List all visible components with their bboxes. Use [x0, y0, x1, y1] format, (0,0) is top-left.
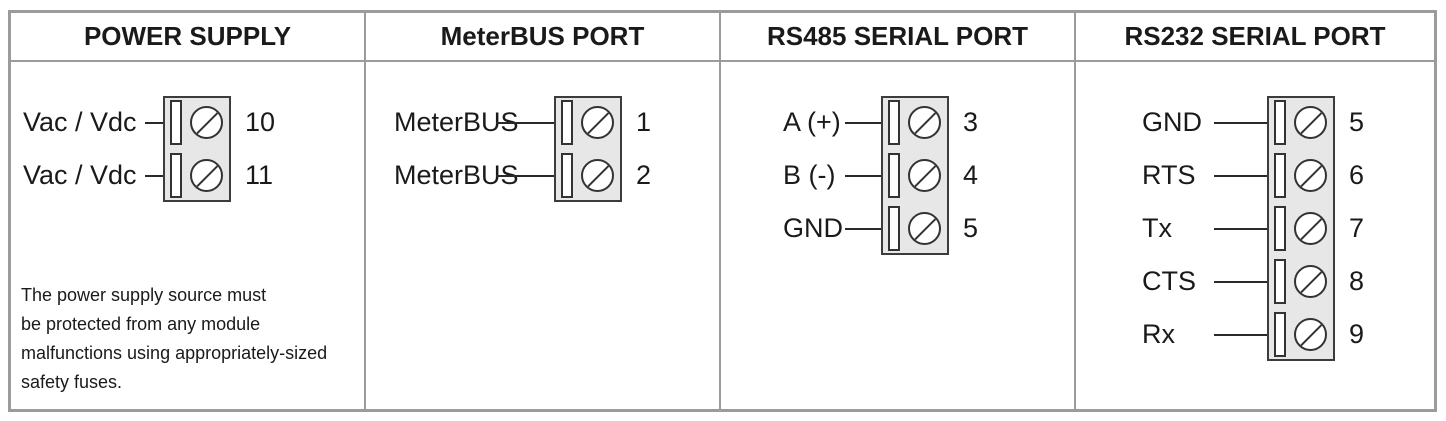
terminal-label: Tx: [1142, 213, 1172, 243]
wire-line: [1214, 121, 1267, 124]
section-header-rs485-serial-port: RS485 SERIAL PORT: [721, 13, 1076, 62]
terminal-label: MeterBUS: [394, 107, 519, 137]
pin-number: 9: [1349, 319, 1365, 349]
screw-terminal: [1267, 308, 1335, 361]
wire-line: [845, 121, 881, 124]
wire-line: [496, 121, 554, 124]
terminal-label: B (-): [783, 160, 836, 190]
screw-terminal: [881, 202, 949, 255]
section-header-power-supply: POWER SUPPLY: [11, 13, 366, 62]
terminal-connection-table: POWER SUPPLY MeterBUS PORT RS485 SERIAL …: [8, 10, 1437, 412]
terminal-label: CTS: [1142, 266, 1196, 296]
wire-line: [1214, 174, 1267, 177]
terminal-diagram: GND 5 RTS 6 Tx 7 CTS: [1076, 96, 1434, 361]
wire-line: [845, 227, 881, 230]
wire-line: [145, 174, 163, 177]
wire-slot: [170, 153, 182, 198]
screw-head-icon: [190, 159, 223, 192]
power-supply-safety-note: The power supply source must be protecte…: [21, 285, 328, 392]
terminal-label: GND: [783, 213, 843, 243]
pin-number: 2: [636, 160, 652, 190]
pin-number: 8: [1349, 266, 1365, 296]
screw-terminal: [1267, 255, 1335, 308]
screw-head-icon: [1294, 318, 1327, 351]
screw-terminal: [163, 149, 231, 202]
wire-line: [1214, 333, 1267, 336]
wire-line: [496, 174, 554, 177]
pin-number: 1: [636, 107, 652, 137]
terminal-label: GND: [1142, 107, 1202, 137]
section-header-meterbus-port: MeterBUS PORT: [366, 13, 721, 62]
wire-line: [845, 174, 881, 177]
screw-head-icon: [908, 106, 941, 139]
wire-slot: [888, 206, 900, 251]
screw-terminal: [554, 96, 622, 149]
terminal-diagram: A (+) 3 B (-) 4 GND 5: [721, 96, 1074, 255]
screw-head-icon: [908, 159, 941, 192]
screw-terminal: [1267, 149, 1335, 202]
pin-number: 7: [1349, 213, 1365, 243]
wire-slot: [561, 153, 573, 198]
terminal-label: MeterBUS: [394, 160, 519, 190]
screw-terminal: [554, 149, 622, 202]
terminal-diagram: MeterBUS 1 MeterBUS 2: [366, 96, 719, 202]
pin-number: 5: [963, 213, 979, 243]
screw-terminal: [163, 96, 231, 149]
screw-terminal: [1267, 96, 1335, 149]
terminal-label: Rx: [1142, 319, 1175, 349]
section-body-rs485-serial-port: A (+) 3 B (-) 4 GND 5: [721, 62, 1076, 409]
pin-number: 10: [245, 107, 276, 137]
pin-number: 6: [1349, 160, 1365, 190]
screw-head-icon: [581, 159, 614, 192]
pin-number: 11: [245, 160, 274, 190]
wire-line: [1214, 227, 1267, 230]
terminal-label: RTS: [1142, 160, 1196, 190]
terminal-label: Vac / Vdc: [23, 160, 137, 190]
wire-line: [1214, 280, 1267, 283]
screw-head-icon: [1294, 265, 1327, 298]
wire-slot: [1274, 153, 1286, 198]
wire-slot: [1274, 206, 1286, 251]
terminal-diagram: Vac / Vdc 10 Vac / Vdc 11: [11, 96, 364, 202]
wire-slot: [1274, 259, 1286, 304]
wire-line: [145, 121, 163, 124]
screw-head-icon: [1294, 212, 1327, 245]
screw-terminal: [881, 96, 949, 149]
wire-slot: [170, 100, 182, 145]
terminal-label: Vac / Vdc: [23, 107, 137, 137]
screw-terminal: [1267, 202, 1335, 255]
pin-number: 5: [1349, 107, 1365, 137]
terminal-label: A (+): [783, 107, 841, 137]
wire-slot: [888, 153, 900, 198]
wire-slot: [888, 100, 900, 145]
wire-slot: [1274, 100, 1286, 145]
screw-head-icon: [1294, 106, 1327, 139]
wire-slot: [561, 100, 573, 145]
screw-head-icon: [190, 106, 223, 139]
screw-head-icon: [581, 106, 614, 139]
pin-number: 3: [963, 107, 979, 137]
section-body-meterbus-port: MeterBUS 1 MeterBUS 2: [366, 62, 721, 409]
screw-head-icon: [1294, 159, 1327, 192]
section-body-power-supply: Vac / Vdc 10 Vac / Vdc 11 The power supp…: [11, 62, 366, 409]
wire-slot: [1274, 312, 1286, 357]
pin-number: 4: [963, 160, 979, 190]
screw-terminal: [881, 149, 949, 202]
section-body-rs232-serial-port: GND 5 RTS 6 Tx 7 CTS: [1076, 62, 1434, 409]
section-header-rs232-serial-port: RS232 SERIAL PORT: [1076, 13, 1434, 62]
screw-head-icon: [908, 212, 941, 245]
